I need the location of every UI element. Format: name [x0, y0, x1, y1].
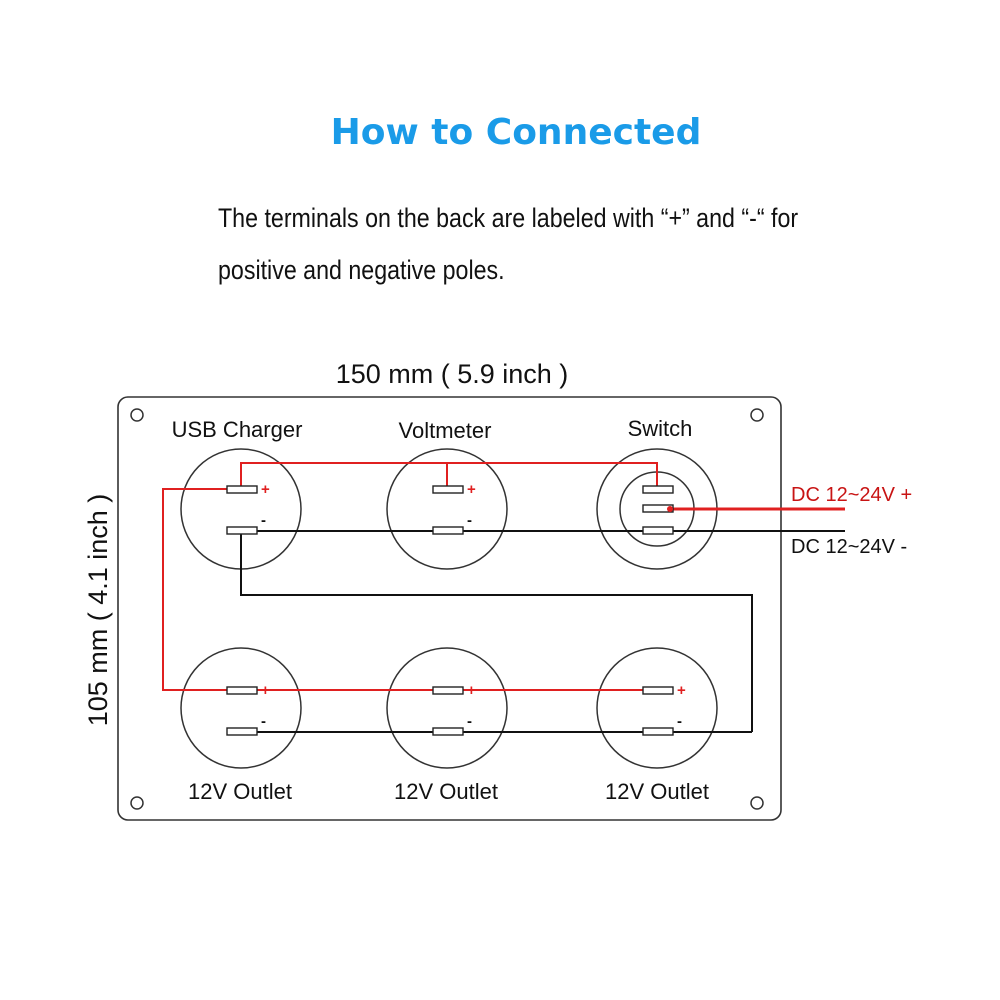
- outlet-1-positive-terminal: [226, 686, 258, 695]
- positive-supply-label: DC 12~24V +: [791, 484, 912, 506]
- outlet-1-negative-terminal: [226, 727, 258, 736]
- switch-terminal-bottom: [642, 526, 674, 535]
- negative-link-down: [240, 531, 753, 732]
- usb-charger-negative-terminal: [226, 526, 258, 535]
- outlet-1-plus-mark: +: [261, 682, 270, 699]
- panel-outline: [117, 396, 782, 821]
- width-dimension-label: 150 mm ( 5.9 inch ): [336, 359, 569, 389]
- negative-wires: [240, 530, 845, 733]
- terminals: [226, 485, 674, 736]
- outlet-2-minus-mark: -: [467, 713, 472, 730]
- voltmeter-negative-terminal: [432, 526, 464, 535]
- positive-bus-top: [240, 462, 658, 489]
- mount-hole-bottom-left: [130, 796, 144, 810]
- outlet-3-circle: [596, 647, 718, 769]
- usb-charger-label: USB Charger: [172, 417, 303, 442]
- outlet-3-positive-terminal: [642, 686, 674, 695]
- outlet-3-minus-mark: -: [677, 713, 682, 730]
- mount-hole-top-left: [130, 408, 144, 422]
- page-title: How to Connected: [330, 112, 702, 153]
- mount-hole-bottom-right: [750, 796, 764, 810]
- height-dimension-label: 105 mm ( 4.1 inch ): [83, 494, 113, 727]
- outlet-2-negative-terminal: [432, 727, 464, 736]
- outlet-1-label: 12V Outlet: [188, 779, 292, 804]
- outlet-1-minus-mark: -: [261, 713, 266, 730]
- voltmeter-minus-mark: -: [467, 512, 472, 529]
- usb-charger-minus-mark: -: [261, 512, 266, 529]
- description-line-2: positive and negative poles.: [218, 255, 505, 285]
- switch-terminal-top: [642, 485, 674, 494]
- outlet-2-circle: [386, 647, 508, 769]
- usb-charger-plus-mark: +: [261, 481, 270, 498]
- voltmeter-positive-terminal: [432, 485, 464, 494]
- negative-supply-label: DC 12~24V -: [791, 536, 907, 558]
- outlet-3-negative-terminal: [642, 727, 674, 736]
- outlet-2-label: 12V Outlet: [394, 779, 498, 804]
- voltmeter-circle: [386, 448, 508, 570]
- outlet-3-label: 12V Outlet: [605, 779, 709, 804]
- voltmeter-label: Voltmeter: [399, 418, 492, 443]
- description-line-1: The terminals on the back are labeled wi…: [218, 203, 799, 233]
- voltmeter-plus-mark: +: [467, 481, 476, 498]
- switch-terminal-middle: [642, 504, 674, 513]
- positive-link-left: [162, 488, 241, 691]
- mount-hole-top-right: [750, 408, 764, 422]
- outlet-2-plus-mark: +: [467, 682, 476, 699]
- outlet-3-plus-mark: +: [677, 682, 686, 699]
- usb-charger-positive-terminal: [226, 485, 258, 494]
- switch-label: Switch: [628, 416, 693, 441]
- outlet-1-circle: [180, 647, 302, 769]
- switch-supply-terminal-dot: [667, 506, 673, 512]
- outlet-2-positive-terminal: [432, 686, 464, 695]
